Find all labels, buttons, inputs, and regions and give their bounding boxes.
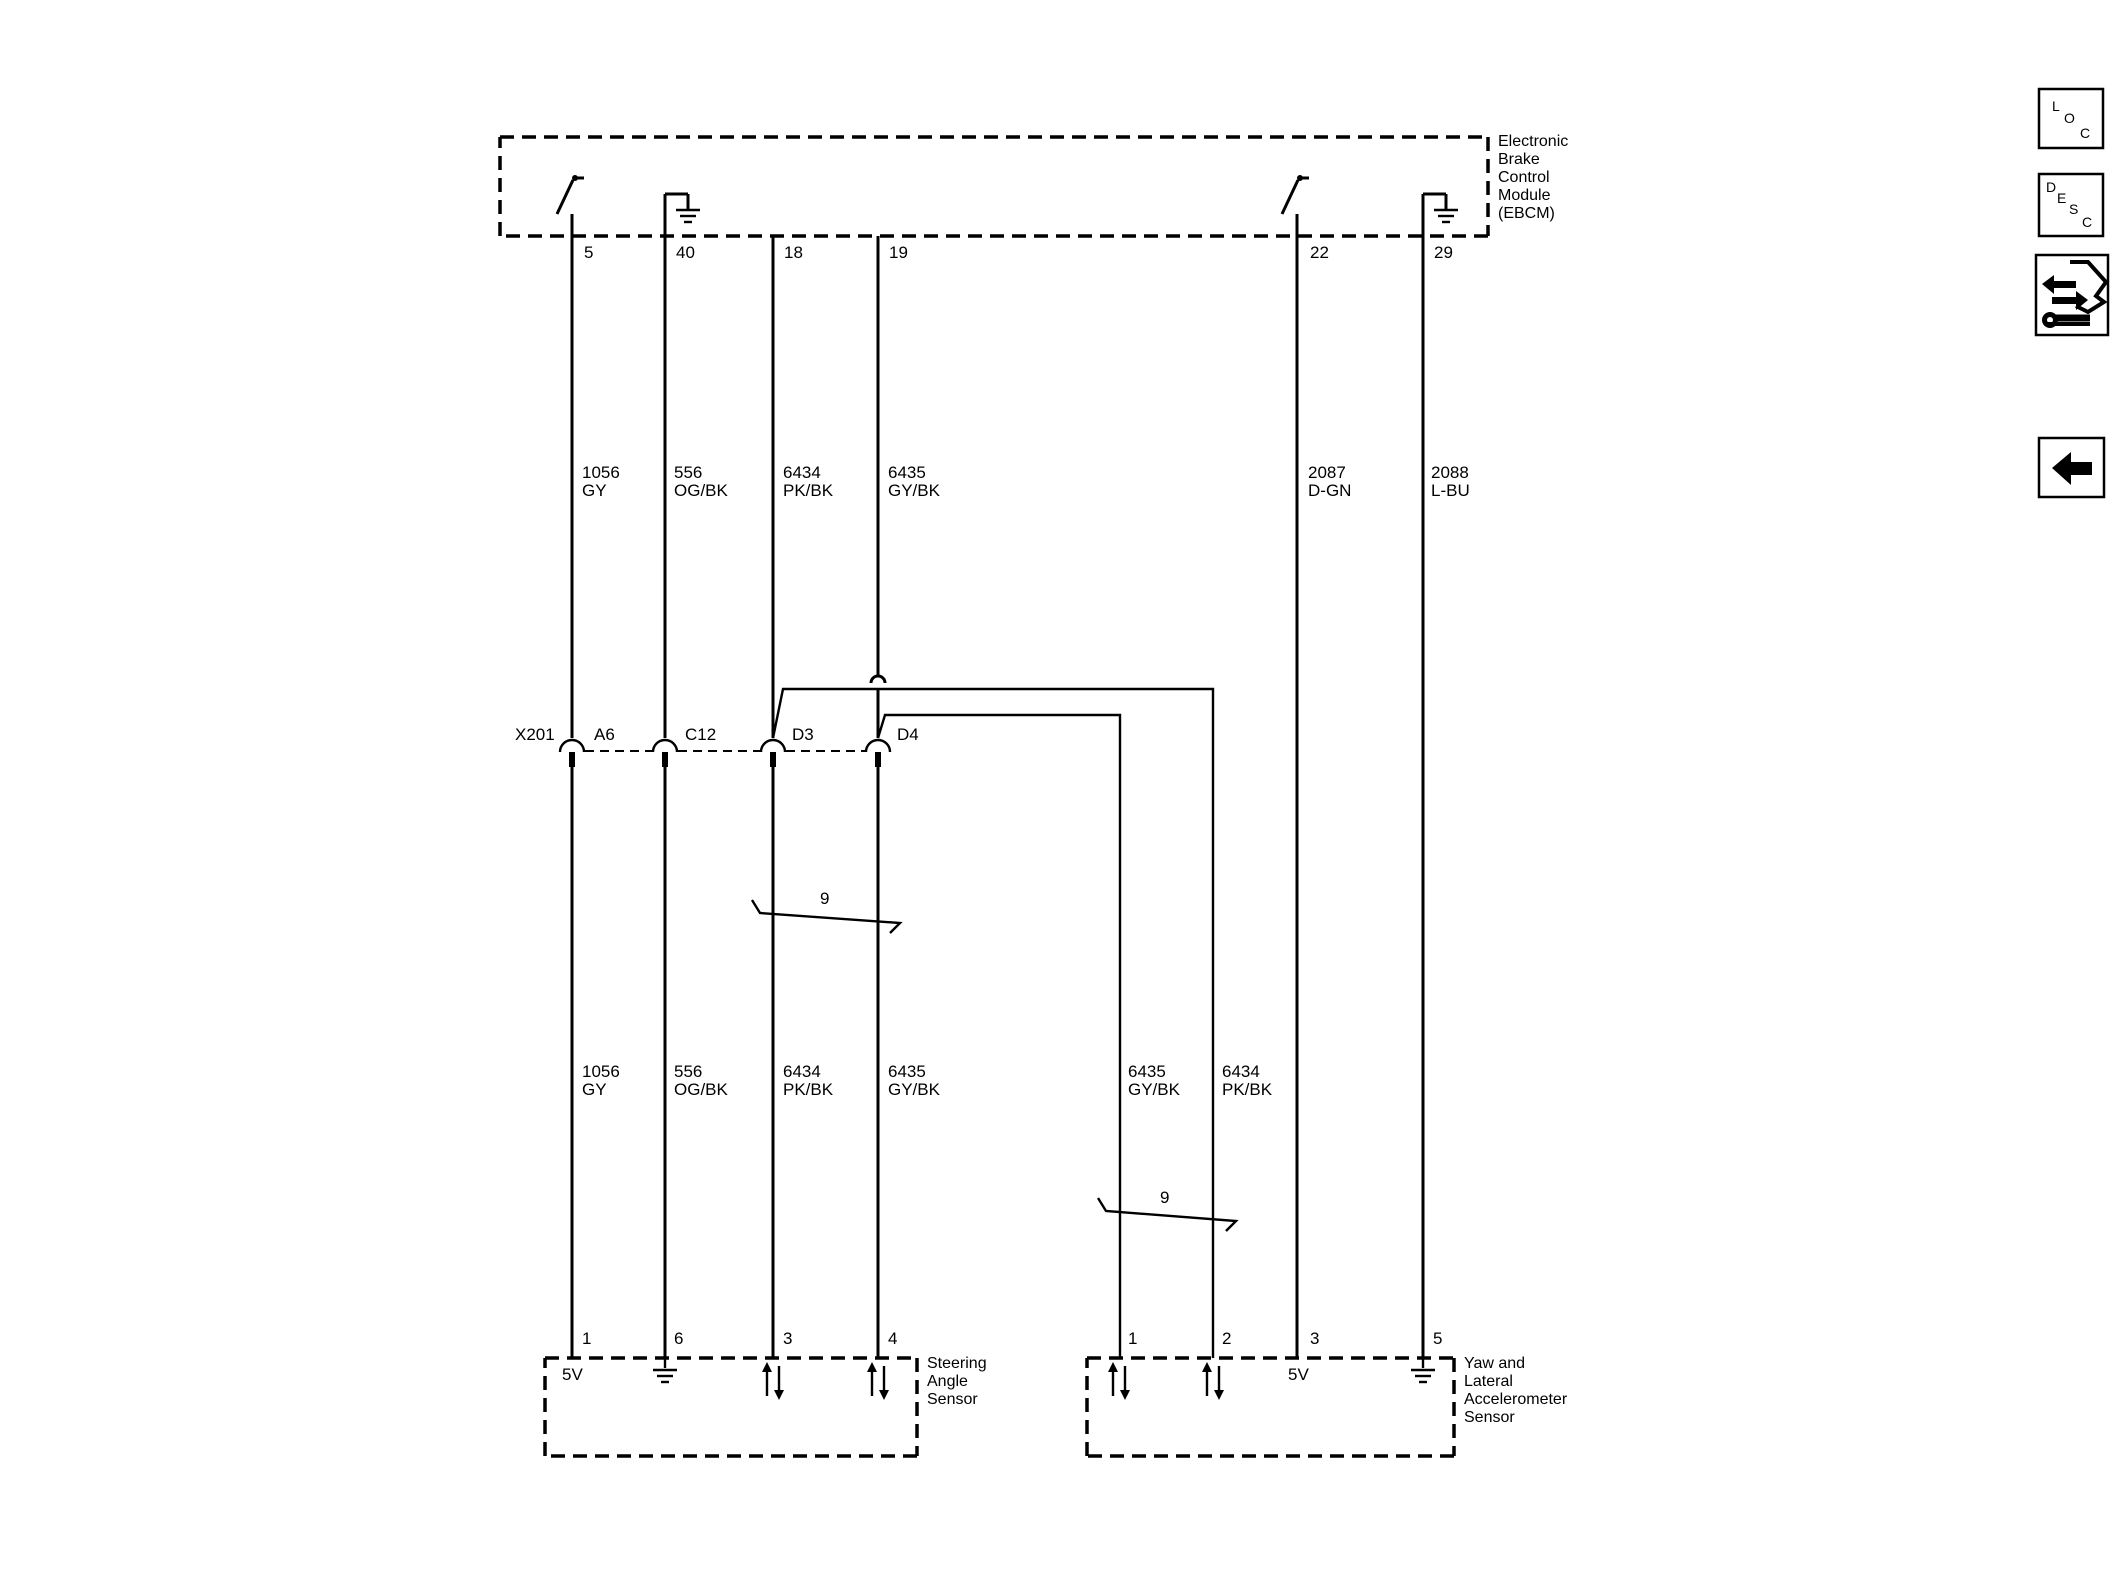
arrow-left-icon — [2052, 452, 2092, 485]
yaw-pin-2: 2 — [1222, 1329, 1231, 1348]
twisted-pair-marker-1: 9 — [750, 889, 903, 934]
ebcm-module: Electronic Brake Control Module (EBCM) — [498, 133, 1568, 238]
ground-icon — [1411, 1358, 1435, 1384]
desc-letter-s: S — [2069, 201, 2078, 217]
steering-pin-3: 3 — [783, 1329, 792, 1348]
steering-pin-1: 1 — [582, 1329, 591, 1348]
ebcm-pin-29: 29 — [1434, 243, 1453, 262]
yaw-pin-3: 3 — [1310, 1329, 1319, 1348]
ebcm-pin-22: 22 — [1310, 243, 1329, 262]
upper-wire-3-color: PK/BK — [783, 481, 834, 500]
switch-symbol-pin22 — [1280, 175, 1309, 236]
desc-letter-d: D — [2046, 179, 2056, 195]
lower-wire-3-circuit: 6434 — [783, 1062, 821, 1081]
connector-name: X201 — [515, 725, 555, 744]
upper-wire-1-color: GY — [582, 481, 607, 500]
steering-label-line-1: Steering — [927, 1355, 987, 1372]
bidirectional-arrows-icon — [762, 1362, 784, 1400]
loc-button[interactable]: L O C — [2037, 87, 2105, 150]
lower-wire-5-circuit: 6435 — [1128, 1062, 1166, 1081]
cavity-a6: A6 — [594, 725, 615, 744]
steering-supply-5v: 5V — [562, 1365, 583, 1384]
steering-pin-4: 4 — [888, 1329, 897, 1348]
cavity-d4: D4 — [897, 725, 919, 744]
ebcm-label-line-4: Module — [1498, 187, 1551, 204]
upper-wires — [570, 236, 887, 738]
yaw-label-line-4: Sensor — [1464, 1409, 1515, 1426]
bidirectional-arrows-icon — [1202, 1362, 1224, 1400]
ebcm-label-line-3: Control — [1498, 169, 1550, 186]
yaw-pin-5: 5 — [1433, 1329, 1442, 1348]
ebcm-pin-18: 18 — [784, 243, 803, 262]
switch-symbol-pin5 — [555, 175, 584, 236]
desc-letter-e: E — [2057, 190, 2066, 206]
upper-wire-4-color: GY/BK — [888, 481, 941, 500]
ebcm-label-line-2: Brake — [1498, 151, 1540, 168]
ebcm-label-line-5: (EBCM) — [1498, 205, 1555, 222]
loc-letter-l: L — [2052, 98, 2060, 114]
cavity-d3: D3 — [792, 725, 814, 744]
upper-wire-6-color: L-BU — [1431, 481, 1470, 500]
steering-pin-6: 6 — [674, 1329, 683, 1348]
yaw-direct-wires — [1295, 236, 1425, 1358]
yaw-supply-5v: 5V — [1288, 1365, 1309, 1384]
twist-label-1: 9 — [820, 889, 829, 908]
yaw-label-line-3: Accelerometer — [1464, 1391, 1568, 1408]
ebcm-label-line-1: Electronic — [1498, 133, 1568, 150]
twisted-pair-marker-2: 9 — [1096, 1188, 1239, 1232]
connector-wrench-icon — [2042, 260, 2109, 328]
upper-wire-1-circuit: 1056 — [582, 463, 620, 482]
lower-wire-1-circuit: 1056 — [582, 1062, 620, 1081]
cavity-c12: C12 — [685, 725, 716, 744]
yaw-label-line-1: Yaw and — [1464, 1355, 1525, 1372]
bidirectional-arrows-icon — [867, 1362, 889, 1400]
ground-symbol-pin29 — [1421, 192, 1458, 236]
connector-repair-button[interactable] — [2034, 253, 2110, 337]
lower-wire-4-circuit: 6435 — [888, 1062, 926, 1081]
loc-letter-c: C — [2080, 125, 2090, 141]
loc-letter-o: O — [2064, 110, 2075, 126]
steering-label-line-3: Sensor — [927, 1391, 978, 1408]
back-button[interactable] — [2037, 436, 2106, 499]
lower-wire-2-color: OG/BK — [674, 1080, 729, 1099]
connector-x201: X201 A6 C12 D3 D4 — [515, 725, 919, 767]
lower-wire-6-color: PK/BK — [1222, 1080, 1273, 1099]
twist-label-2: 9 — [1160, 1188, 1169, 1207]
upper-wire-6-circuit: 2088 — [1431, 463, 1469, 482]
lower-wire-3-color: PK/BK — [783, 1080, 834, 1099]
lower-wire-4-color: GY/BK — [888, 1080, 941, 1099]
steering-angle-sensor: 1 6 3 4 5V Steering Angle Sensor — [543, 1329, 987, 1458]
upper-wire-5-color: D-GN — [1308, 481, 1351, 500]
lower-wire-6-circuit: 6434 — [1222, 1062, 1260, 1081]
upper-wire-2-color: OG/BK — [674, 481, 729, 500]
lower-wires — [570, 767, 880, 1358]
desc-letter-c: C — [2082, 214, 2092, 230]
yaw-pin-1: 1 — [1128, 1329, 1137, 1348]
ground-icon — [653, 1358, 677, 1384]
upper-wire-2-circuit: 556 — [674, 463, 702, 482]
ebcm-pin-19: 19 — [889, 243, 908, 262]
lower-wire-5-color: GY/BK — [1128, 1080, 1181, 1099]
upper-wire-4-circuit: 6435 — [888, 463, 926, 482]
upper-wire-5-circuit: 2087 — [1308, 463, 1346, 482]
splice-wires — [771, 687, 1215, 1358]
upper-wire-3-circuit: 6434 — [783, 463, 821, 482]
ebcm-pin-40: 40 — [676, 243, 695, 262]
lower-wire-2-circuit: 556 — [674, 1062, 702, 1081]
lower-wire-1-color: GY — [582, 1080, 607, 1099]
yaw-label-line-2: Lateral — [1464, 1373, 1513, 1390]
yaw-sensor: 1 2 3 5 5V Yaw and Lateral Accelerometer… — [1085, 1329, 1568, 1458]
bidirectional-arrows-icon — [1108, 1362, 1130, 1400]
steering-label-line-2: Angle — [927, 1373, 968, 1390]
ground-symbol-pin40 — [663, 192, 700, 236]
ebcm-pin-5: 5 — [584, 243, 593, 262]
desc-button[interactable]: D E S C — [2037, 172, 2105, 238]
